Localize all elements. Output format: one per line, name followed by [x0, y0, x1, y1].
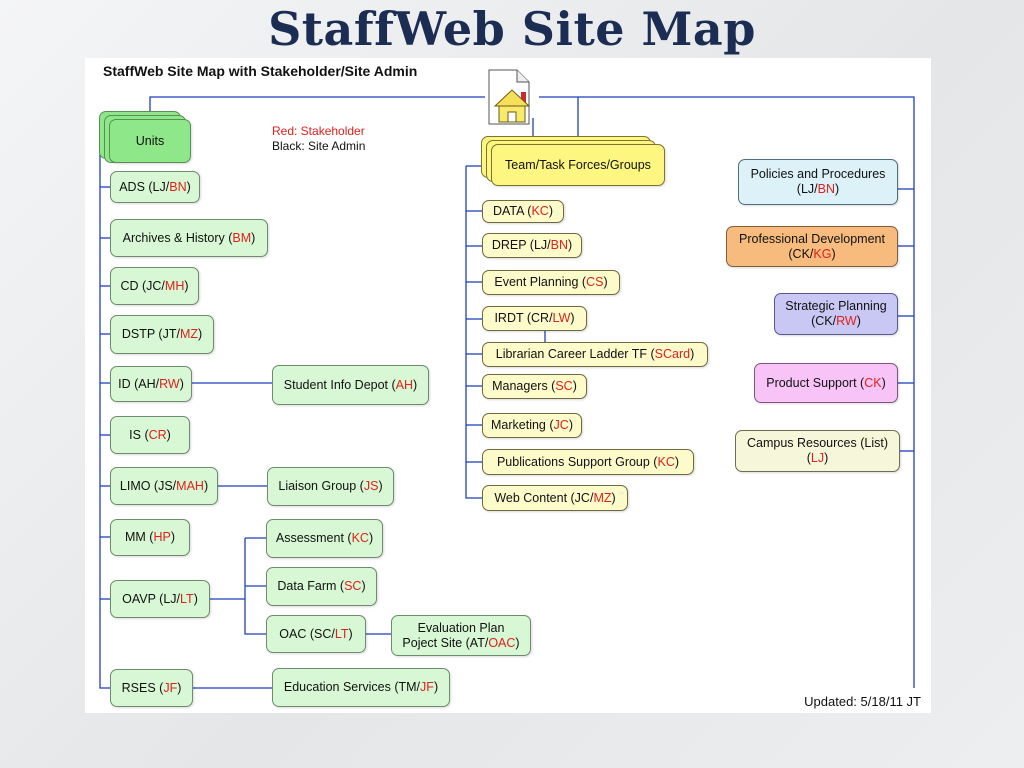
node-unit-mm[interactable]: MM (HP): [110, 519, 190, 556]
legend-site-admin: Black: Site Admin: [272, 139, 366, 153]
node-team-managers[interactable]: Managers (SC): [482, 374, 587, 399]
node-evaluation-plan[interactable]: Evaluation Plan Poject Site (AT/OAC): [391, 615, 531, 656]
node-teams[interactable]: Team/Task Forces/Groups: [491, 144, 665, 186]
node-professional-development[interactable]: Professional Development (CK/KG): [726, 226, 898, 267]
node-team-data[interactable]: DATA (KC): [482, 200, 564, 223]
connector-teams-trunk: [465, 166, 482, 499]
node-campus-resources[interactable]: Campus Resources (List) (LJ): [735, 430, 900, 472]
connector-units-trunk: [99, 141, 110, 689]
node-unit-archives[interactable]: Archives & History (BM): [110, 219, 268, 257]
legend: Red: Stakeholder Black: Site Admin: [272, 124, 365, 154]
node-team-web-content[interactable]: Web Content (JC/MZ): [482, 485, 628, 511]
node-unit-rses[interactable]: RSES (JF): [110, 669, 193, 707]
site-map-panel: StaffWeb Site Map with Stakeholder/Site …: [85, 58, 931, 713]
node-unit-is[interactable]: IS (CR): [110, 416, 190, 454]
node-strategic-planning[interactable]: Strategic Planning (CK/RW): [774, 293, 898, 335]
node-unit-dstp[interactable]: DSTP (JT/MZ): [110, 315, 214, 354]
node-oac[interactable]: OAC (SC/LT): [266, 615, 366, 653]
node-unit-cd[interactable]: CD (JC/MH): [110, 267, 199, 305]
node-product-support[interactable]: Product Support (CK): [754, 363, 898, 403]
node-team-publications[interactable]: Publications Support Group (KC): [482, 449, 694, 475]
connector-lines: [99, 96, 915, 689]
node-unit-id[interactable]: ID (AH/RW): [110, 366, 192, 402]
node-unit-ads[interactable]: ADS (LJ/BN): [110, 171, 200, 203]
home-page-icon[interactable]: [485, 68, 539, 126]
connector-home-units: [149, 96, 485, 113]
node-data-farm[interactable]: Data Farm (SC): [266, 567, 377, 606]
node-assessment[interactable]: Assessment (KC): [266, 519, 383, 558]
connector-home-right: [539, 96, 915, 688]
node-student-info-depot[interactable]: Student Info Depot (AH): [272, 365, 429, 405]
node-unit-oavp[interactable]: OAVP (LJ/LT): [110, 580, 210, 618]
node-team-career-ladder[interactable]: Librarian Career Ladder TF (SCard): [482, 342, 708, 367]
node-units[interactable]: Units: [109, 119, 191, 163]
node-education-services[interactable]: Education Services (TM/JF): [272, 668, 450, 707]
node-team-irdt[interactable]: IRDT (CR/LW): [482, 306, 587, 331]
node-team-event-planning[interactable]: Event Planning (CS): [482, 270, 620, 295]
diagram-heading: StaffWeb Site Map with Stakeholder/Site …: [103, 63, 418, 79]
legend-stakeholder: Red: Stakeholder: [272, 124, 365, 138]
node-team-marketing[interactable]: Marketing (JC): [482, 413, 582, 438]
updated-note: Updated: 5/18/11 JT: [804, 694, 921, 709]
node-team-drep[interactable]: DREP (LJ/BN): [482, 233, 582, 258]
node-unit-limo[interactable]: LIMO (JS/MAH): [110, 467, 218, 505]
page-title: StaffWeb Site Map: [268, 2, 756, 56]
node-liaison-group[interactable]: Liaison Group (JS): [267, 467, 394, 506]
node-policies-procedures[interactable]: Policies and Procedures (LJ/BN): [738, 159, 898, 205]
